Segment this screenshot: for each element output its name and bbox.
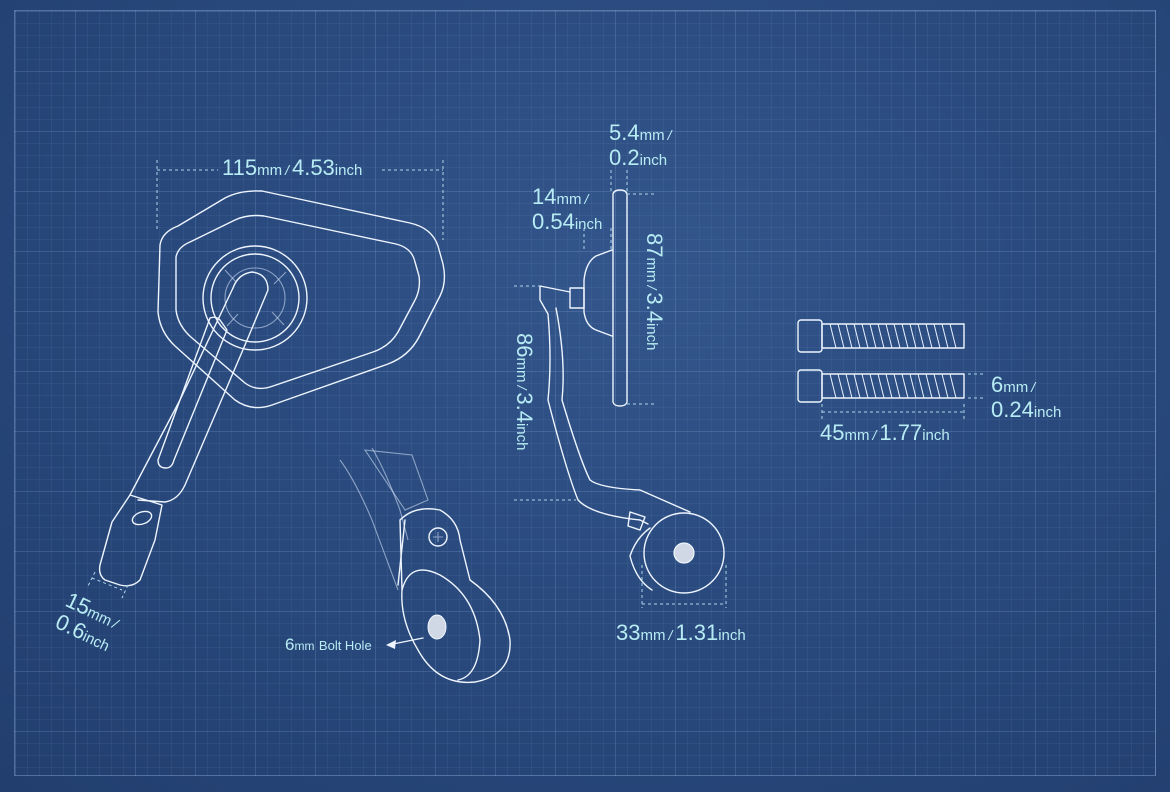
clamp-side-bolt [428, 527, 448, 547]
side-arm-inner [555, 307, 691, 513]
back-arm-joint-ghost [363, 449, 429, 511]
clamp-body-outline [399, 508, 511, 684]
side-mount-nut [569, 287, 585, 309]
dim-line-clamp [91, 577, 123, 591]
mirror-front-view [87, 160, 446, 599]
side-clamp-hole [673, 542, 695, 564]
bolt-lower-head [797, 369, 823, 403]
label-bolt-hole: 6mm Bolt Hole [285, 635, 372, 654]
bolt-upper-threads [829, 323, 957, 349]
bolt-upper-head [797, 319, 823, 353]
clamp-front-body [98, 494, 163, 587]
dim-extension-clamp-b [121, 584, 129, 599]
bolts-view [797, 319, 984, 420]
label-mount-depth: 14mm/ 0.54inch [532, 184, 603, 235]
mirror-hub-ring [210, 253, 300, 343]
bolt-upper [797, 319, 965, 353]
bolt-hole-icon [427, 614, 447, 640]
bolt-hole-arrow-icon [386, 640, 396, 649]
clamp-body-back-edge [397, 519, 406, 586]
label-bolt-length: 45mm/1.77inch [820, 420, 950, 445]
mirror-stem-left [129, 287, 234, 496]
clamp-detail-view [339, 447, 511, 684]
bolt-lower-threads [829, 373, 957, 399]
side-mount-boss [583, 249, 613, 337]
label-arm-height: 86mm/3.4inch [512, 333, 537, 451]
mirror-stem-slot [157, 316, 228, 469]
dim-extension-clamp-a [87, 571, 96, 587]
label-glass-height: 87mm/3.4inch [642, 233, 667, 351]
label-bolt-diameter: 6mm/ 0.24inch [991, 372, 1062, 423]
back-arm-ghost [339, 447, 409, 591]
label-mirror-width: 115mm/4.53inch [222, 155, 363, 180]
clamp-side-bolt-hex [433, 532, 443, 542]
bolt-upper-shank [821, 323, 965, 349]
side-arm-link [627, 511, 646, 531]
mirror-side-view [514, 170, 727, 608]
clamp-face-edge [401, 569, 481, 681]
side-clamp-jaw [629, 527, 653, 591]
mirror-hub-spokes [224, 269, 287, 327]
mirror-hub-inner [224, 267, 286, 329]
blueprint-grid-frame [14, 10, 1156, 776]
label-clamp-diameter: 33mm/1.31inch [616, 620, 746, 645]
side-glass-plate [612, 189, 628, 407]
mirror-glass-outline [175, 214, 421, 390]
label-glass-thickness: 5.4mm/ 0.2inch [609, 120, 672, 171]
side-arm-outer [539, 285, 649, 525]
mirror-hub-outer [202, 245, 308, 351]
clamp-front-bolt [131, 510, 153, 526]
mirror-head-outline [157, 190, 446, 409]
mirror-stem-right [137, 271, 269, 503]
bolt-lower [797, 369, 965, 403]
bolt-lower-shank [821, 373, 965, 399]
side-clamp-outer [643, 512, 725, 594]
